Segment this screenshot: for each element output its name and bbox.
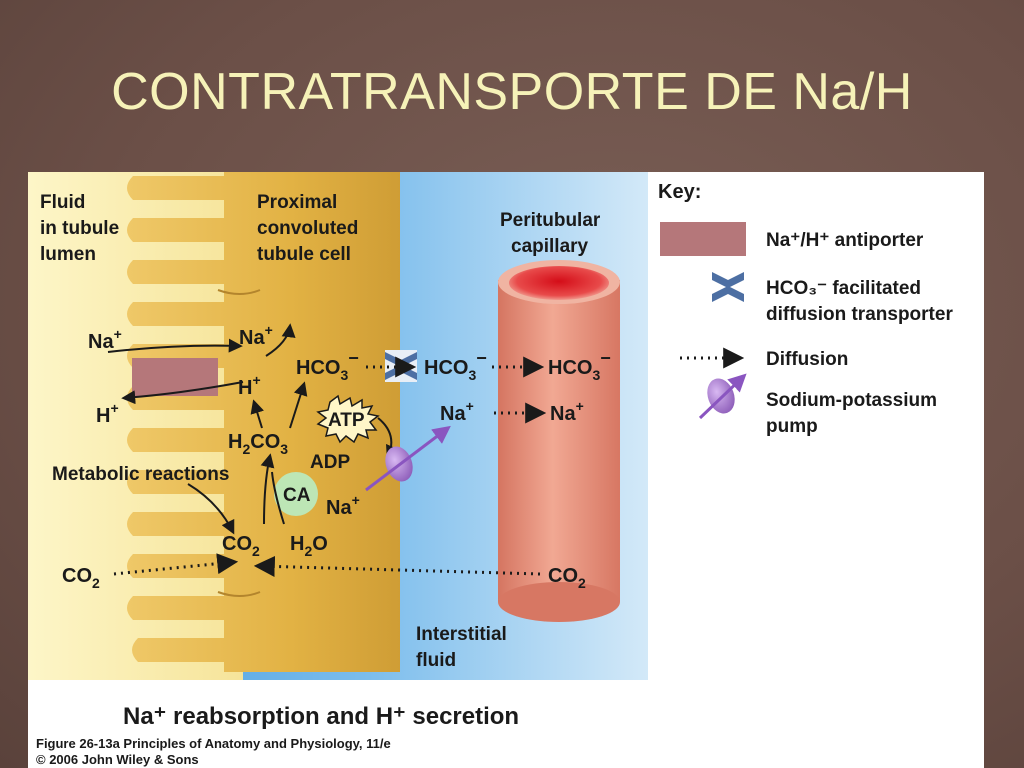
- figure-reference: Figure 26-13a Principles of Anatomy and …: [36, 736, 391, 751]
- slide-title: CONTRATRANSPORTE DE Na/H: [111, 63, 913, 121]
- figure-copyright: © 2006 John Wiley & Sons: [36, 752, 199, 767]
- key-antiporter-swatch: [660, 222, 746, 256]
- transport-diagram: Fluid in tubule lumen Proximal convolute…: [28, 172, 953, 767]
- h2co3-to-h-arrow: [250, 399, 264, 429]
- hco3-cell-label: HCO3−: [296, 348, 359, 383]
- h-efflux-arrow: [121, 381, 244, 405]
- capillary-lumen: [509, 266, 609, 300]
- key-title: Key:: [658, 181, 701, 203]
- na-release-arrow: [265, 323, 296, 357]
- key-transporter-label: HCO₃⁻ facilitated diffusion transporter: [766, 278, 953, 325]
- metabolic-reactions-label: Metabolic reactions: [52, 464, 229, 485]
- interstitial-title: Interstitial fluid: [416, 624, 512, 671]
- tubule-lumen-region: [28, 172, 243, 680]
- na-pump-label: Na+: [326, 492, 360, 519]
- junction-bottom: [217, 591, 261, 597]
- atp-label: ATP: [328, 410, 365, 431]
- junction-top: [217, 289, 261, 295]
- na-cell-label: Na+: [239, 322, 273, 349]
- na-interstitial-label: Na+: [440, 398, 474, 425]
- key-transporter-swatch: [712, 272, 744, 302]
- hco3-capillary-label: HCO3−: [548, 348, 611, 383]
- capillary-bottom: [498, 582, 620, 622]
- co2-capillary-diffusion-arrow: [253, 555, 541, 577]
- figure-panel: Fluid in tubule lumen Proximal convolute…: [28, 172, 984, 768]
- key-pump-swatch: [698, 373, 747, 420]
- na-capillary-label: Na+: [550, 398, 584, 425]
- co2-capillary-label: CO2: [548, 565, 586, 591]
- tubule-cell: [127, 172, 400, 672]
- capillary-title: Peritubular capillary: [500, 210, 606, 257]
- h-cell-label: H+: [238, 372, 261, 399]
- cell-title: Proximal convoluted tubule cell: [257, 192, 364, 265]
- co2-to-h2co3-arrow: [260, 453, 275, 525]
- metabolic-to-co2-arrow: [187, 483, 235, 535]
- na-h-antiporter: [132, 358, 218, 396]
- h2o-label: H2O: [290, 533, 328, 559]
- h-lumen-label: H+: [96, 400, 119, 427]
- h2co3-label: H2CO3: [228, 431, 288, 457]
- figure-caption: Na⁺ reabsorption and H⁺ secretion: [123, 703, 519, 730]
- lumen-title: Fluid in tubule lumen: [40, 192, 124, 265]
- na-lumen-label: Na+: [88, 326, 122, 353]
- h2o-to-h2co3-arrow: [271, 471, 285, 525]
- atp-star: [316, 394, 380, 444]
- adp-label: ADP: [310, 452, 350, 473]
- carbonic-anhydrase: [274, 472, 318, 516]
- capillary-tube: [498, 280, 620, 602]
- hco3-interstitial-label: HCO3−: [424, 348, 487, 383]
- co2-lumen-label: CO2: [62, 565, 100, 591]
- key-pump-label: Sodium-potassium pump: [766, 390, 942, 437]
- key-antiporter-label: Na⁺/H⁺ antiporter: [766, 230, 924, 251]
- ca-label: CA: [283, 485, 311, 506]
- pump-arrow: [365, 425, 451, 492]
- key-diffusion-label: Diffusion: [766, 349, 848, 370]
- h2co3-to-hco3-arrow: [289, 381, 308, 429]
- na-influx-arrow: [107, 338, 243, 353]
- co2-cell-label: CO2: [222, 533, 260, 559]
